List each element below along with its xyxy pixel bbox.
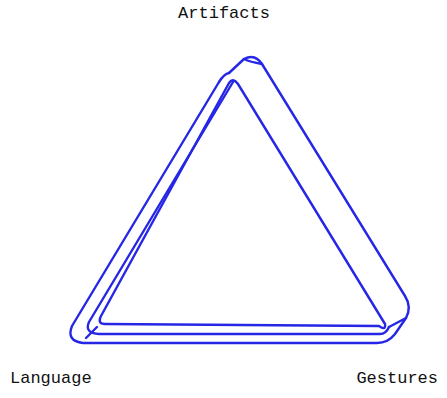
- top-fold: [219, 73, 229, 82]
- corner-label: Artifacts: [178, 4, 270, 24]
- top-edge: [244, 59, 262, 64]
- corner-label: Gestures: [356, 369, 438, 389]
- inner-triangle: [100, 80, 385, 328]
- corner-label: Language: [10, 369, 92, 389]
- left-fold: [86, 327, 97, 338]
- middle-band: [88, 82, 389, 334]
- outer-contour: [70, 57, 408, 343]
- right-fold: [389, 318, 406, 327]
